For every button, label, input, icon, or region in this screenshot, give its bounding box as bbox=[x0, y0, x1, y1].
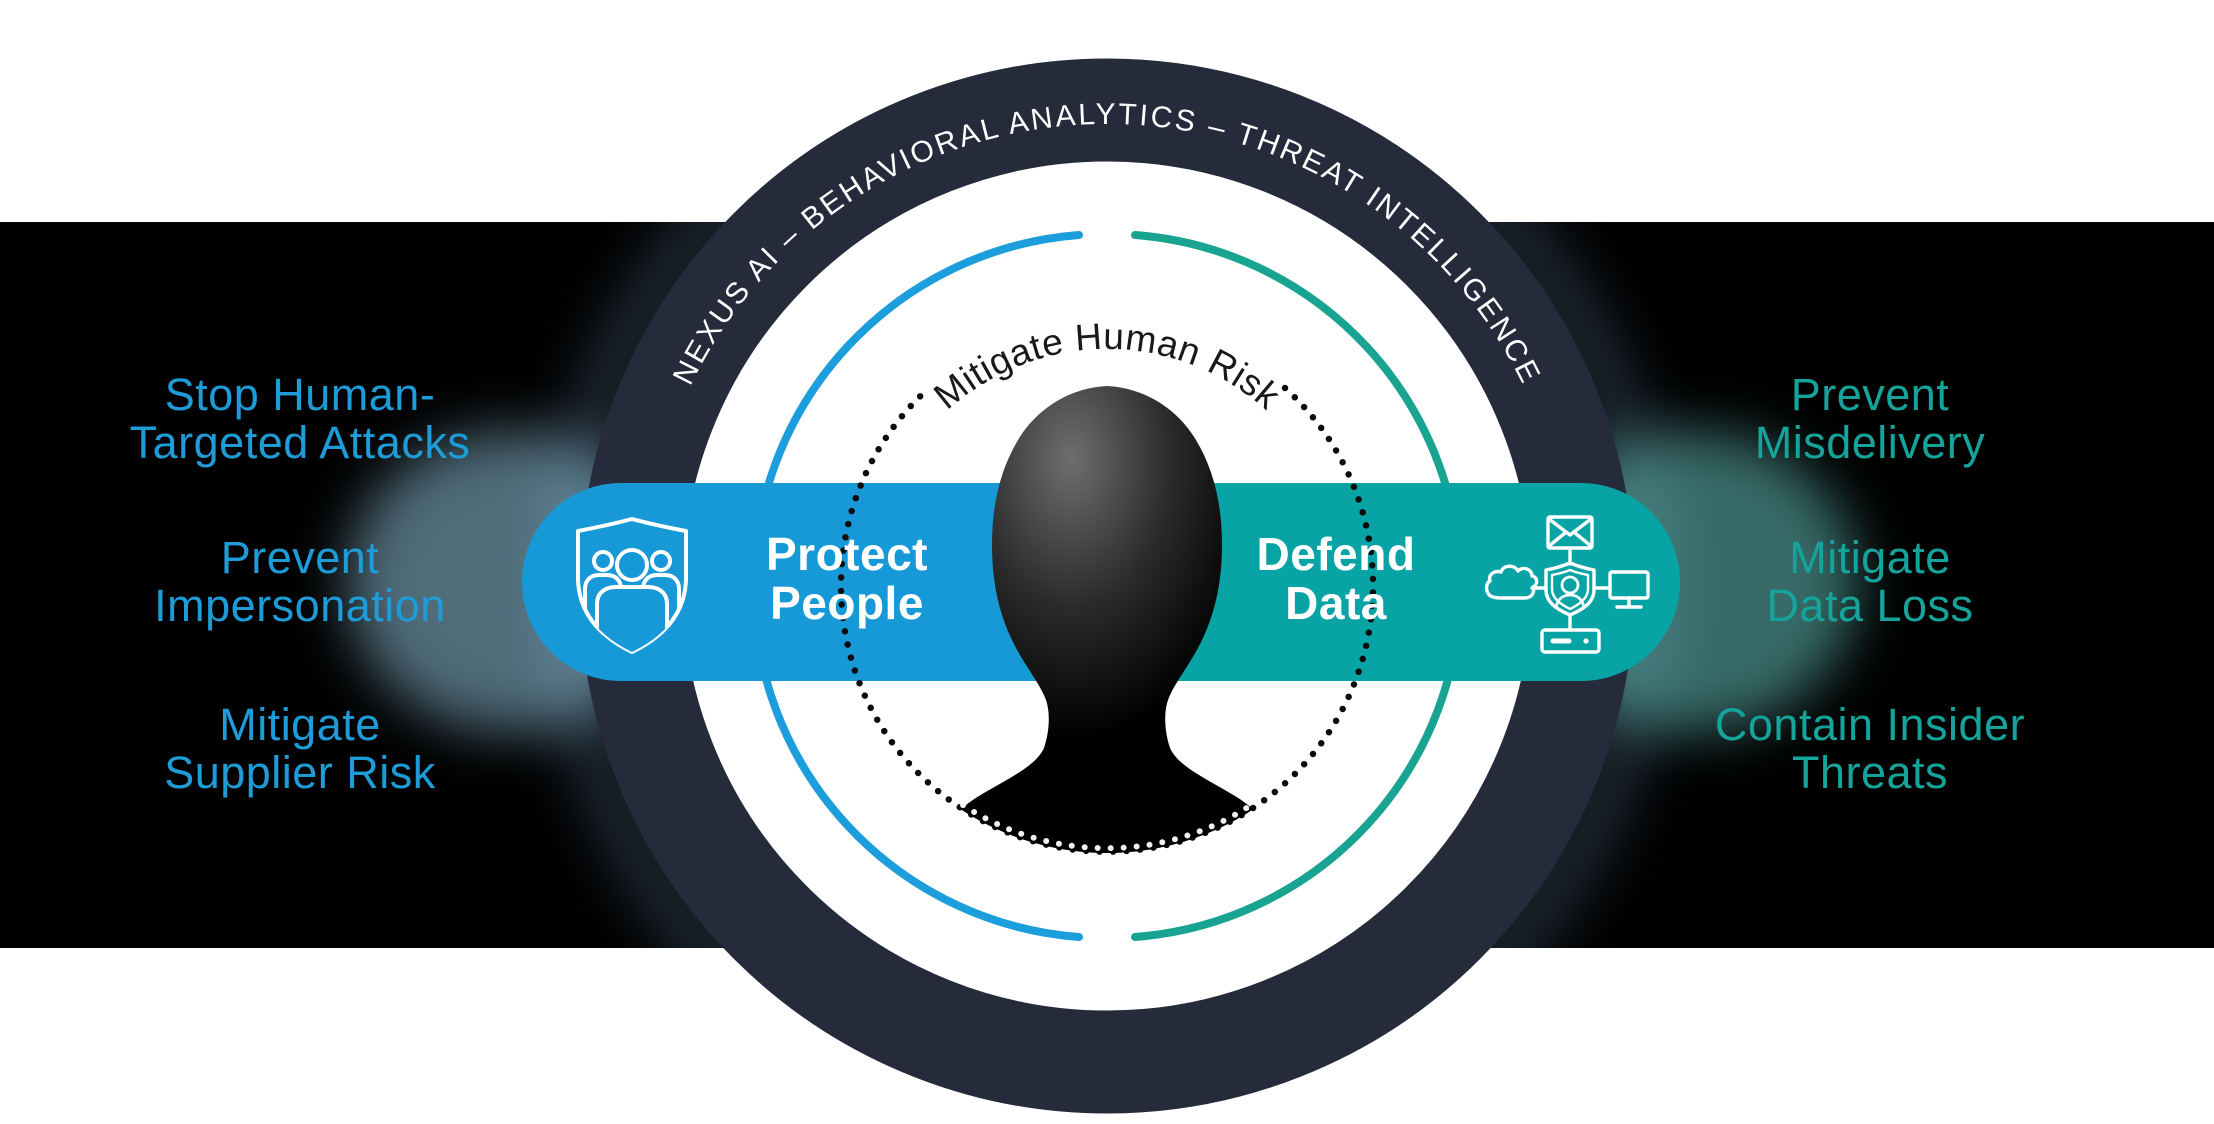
person-silhouette bbox=[930, 386, 1284, 853]
people-shield-icon bbox=[576, 517, 688, 654]
benefit-line: Supplier Risk bbox=[164, 747, 436, 798]
benefit-prevent-impersonation: Prevent Impersonation bbox=[20, 534, 580, 630]
defend-line: Defend bbox=[1256, 528, 1416, 580]
right-person-head bbox=[650, 550, 672, 572]
benefit-line: Misdelivery bbox=[1754, 417, 1986, 468]
silhouette-shape bbox=[930, 386, 1284, 853]
benefit-line: Prevent bbox=[220, 532, 380, 583]
perforation-dots bbox=[954, 798, 1260, 852]
center-person-head bbox=[615, 548, 649, 582]
user-head bbox=[1560, 575, 1580, 595]
benefit-line: Prevent bbox=[1790, 369, 1950, 420]
benefit-mitigate-supplier-risk: Mitigate Supplier Risk bbox=[20, 701, 580, 797]
benefit-line: Data Loss bbox=[1766, 580, 1974, 631]
benefit-line: Threats bbox=[1791, 747, 1949, 798]
user-shield-icon bbox=[1544, 561, 1596, 617]
benefit-mitigate-data-loss: Mitigate Data Loss bbox=[1590, 534, 2150, 630]
cloud-icon bbox=[1484, 564, 1539, 600]
left-person-body bbox=[583, 573, 623, 620]
benefit-line: Mitigate bbox=[219, 699, 381, 750]
benefit-stop-human-targeted-attacks: Stop Human- Targeted Attacks bbox=[20, 371, 580, 467]
benefit-line: Targeted Attacks bbox=[129, 417, 471, 468]
people-line: People bbox=[770, 577, 924, 629]
benefit-line: Impersonation bbox=[154, 580, 446, 631]
defend-data-label: Defend Data bbox=[1136, 530, 1536, 628]
server-led bbox=[1583, 638, 1589, 644]
benefit-line: Contain Insider bbox=[1714, 699, 2026, 750]
server-icon bbox=[1540, 628, 1601, 654]
protect-people-label: Protect People bbox=[647, 530, 1047, 628]
data-line: Data bbox=[1285, 577, 1387, 629]
shield-people bbox=[583, 548, 681, 652]
user-in-shield bbox=[1554, 575, 1586, 613]
benefit-prevent-misdelivery: Prevent Misdelivery bbox=[1590, 371, 2150, 467]
benefit-line: Stop Human- bbox=[164, 369, 436, 420]
dotted-circle bbox=[837, 384, 1377, 855]
monitor-stand bbox=[1615, 596, 1643, 609]
envelope-fold bbox=[1547, 517, 1593, 548]
user-shoulders bbox=[1554, 593, 1586, 613]
left-person-head bbox=[592, 550, 614, 572]
protect-line: Protect bbox=[766, 528, 928, 580]
benefit-line: Mitigate bbox=[1789, 532, 1951, 583]
right-person-body bbox=[641, 573, 681, 620]
data-network-icon bbox=[1484, 515, 1650, 654]
user-shield-inner bbox=[1550, 568, 1590, 611]
benefit-contain-insider-threats: Contain Insider Threats bbox=[1590, 701, 2150, 797]
center-person-body bbox=[595, 585, 669, 652]
